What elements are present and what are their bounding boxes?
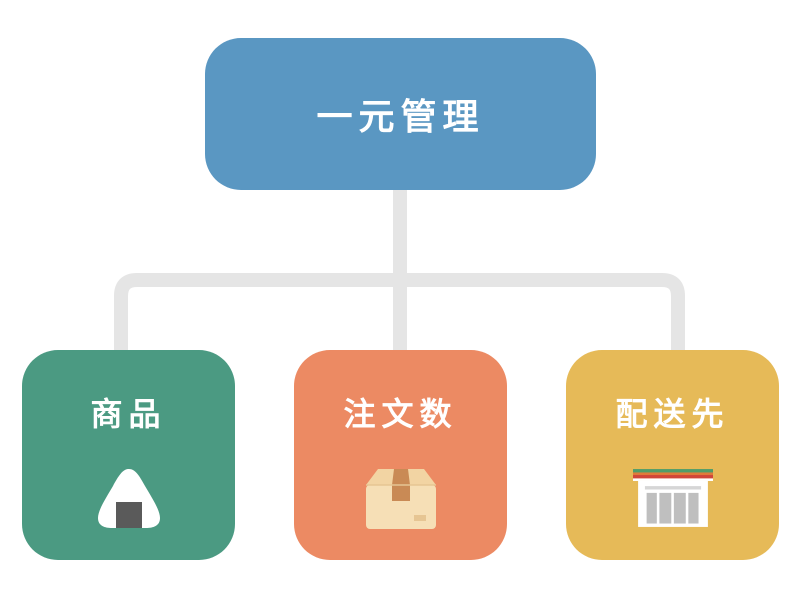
shipping-node-label: 配送先 <box>615 395 730 433</box>
shipping-node: 配送先 <box>566 350 779 560</box>
root-node: 一元管理 <box>205 38 596 190</box>
convenience-store-icon <box>632 458 713 538</box>
orders-node: 注文数 <box>294 350 507 560</box>
root-node-label: 一元管理 <box>316 97 485 138</box>
cardboard-box-icon <box>361 458 441 538</box>
products-node: 商品 <box>22 350 235 560</box>
rice-ball-icon <box>89 458 169 538</box>
products-node-label: 商品 <box>90 395 167 433</box>
orders-node-label: 注文数 <box>343 395 458 433</box>
